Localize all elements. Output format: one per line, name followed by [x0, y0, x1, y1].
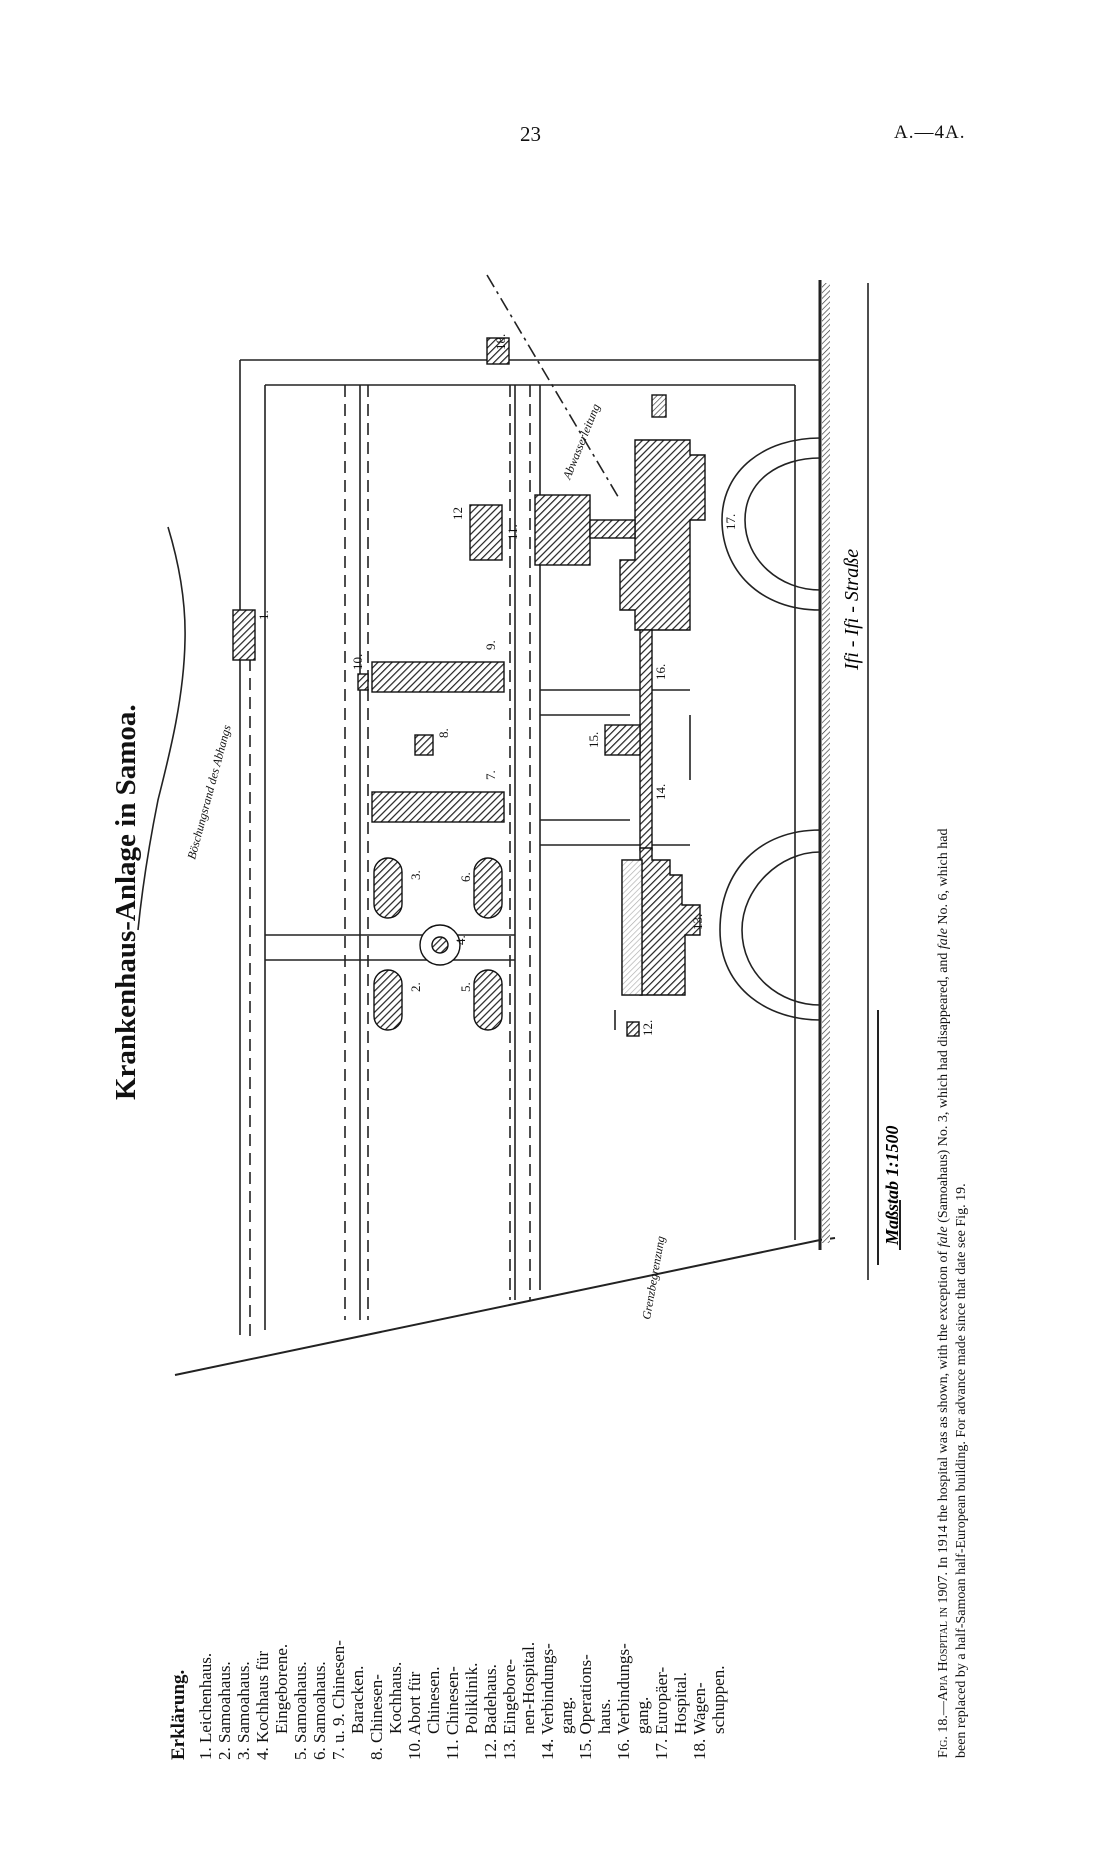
pipe-label: Abwasserleitung [559, 402, 602, 482]
label-17: 17. [723, 514, 738, 530]
building-3-samoahaus [373, 857, 403, 919]
page-number: 23 [520, 122, 541, 146]
label-2: 2. [408, 982, 423, 992]
label-4: 4. [453, 935, 468, 945]
building-15-operation-house [604, 724, 641, 756]
corridor-16 [639, 629, 653, 851]
label-12b: 12. [640, 1020, 655, 1036]
label-9: 9. [483, 640, 498, 650]
building-18-wagon-shed [486, 337, 510, 365]
building-1-mortuary [232, 609, 256, 661]
slope-edge-line [137, 526, 186, 931]
street-edge-hatching [822, 283, 830, 1243]
label-16: 16. [653, 664, 668, 680]
building-4-cooking-house [431, 936, 449, 954]
label-13: 13. [690, 914, 705, 930]
label-15: 15. [586, 732, 601, 748]
building-17-european-hospital [619, 439, 706, 631]
building-2-samoahaus [373, 969, 403, 1031]
label-8: 8. [436, 728, 451, 738]
street-name: Ifi - Ifi - Straße [841, 549, 863, 671]
label-11: 11. [505, 524, 520, 540]
page-reference: A.—4A. [894, 122, 966, 143]
building-8-kitchen [414, 734, 434, 756]
label-12a: 12 [450, 507, 465, 520]
building-9-barrack [371, 661, 505, 693]
building-6-samoahaus [473, 857, 503, 919]
building-5-samoahaus [473, 969, 503, 1031]
label-3: 3. [408, 870, 423, 880]
building-10-latrine [357, 673, 369, 691]
label-6: 6. [458, 872, 473, 882]
building-11-polyclinic [469, 504, 503, 561]
label-7: 7. [483, 770, 498, 780]
building-12-bath-house [626, 1021, 640, 1037]
connector-to-11 [534, 494, 591, 566]
label-5: 5. [458, 982, 473, 992]
label-18: 18. [493, 334, 508, 350]
slope-edge-label: Böschungsrand des Abhangs [184, 723, 233, 861]
label-14: 14. [653, 784, 668, 800]
building-13-native-hospital [639, 847, 701, 996]
building-7-barrack [371, 791, 505, 823]
label-1: 1. [256, 610, 271, 620]
label-10: 10. [350, 654, 365, 670]
scale-label: Maßstab 1:1500 [882, 1125, 902, 1246]
